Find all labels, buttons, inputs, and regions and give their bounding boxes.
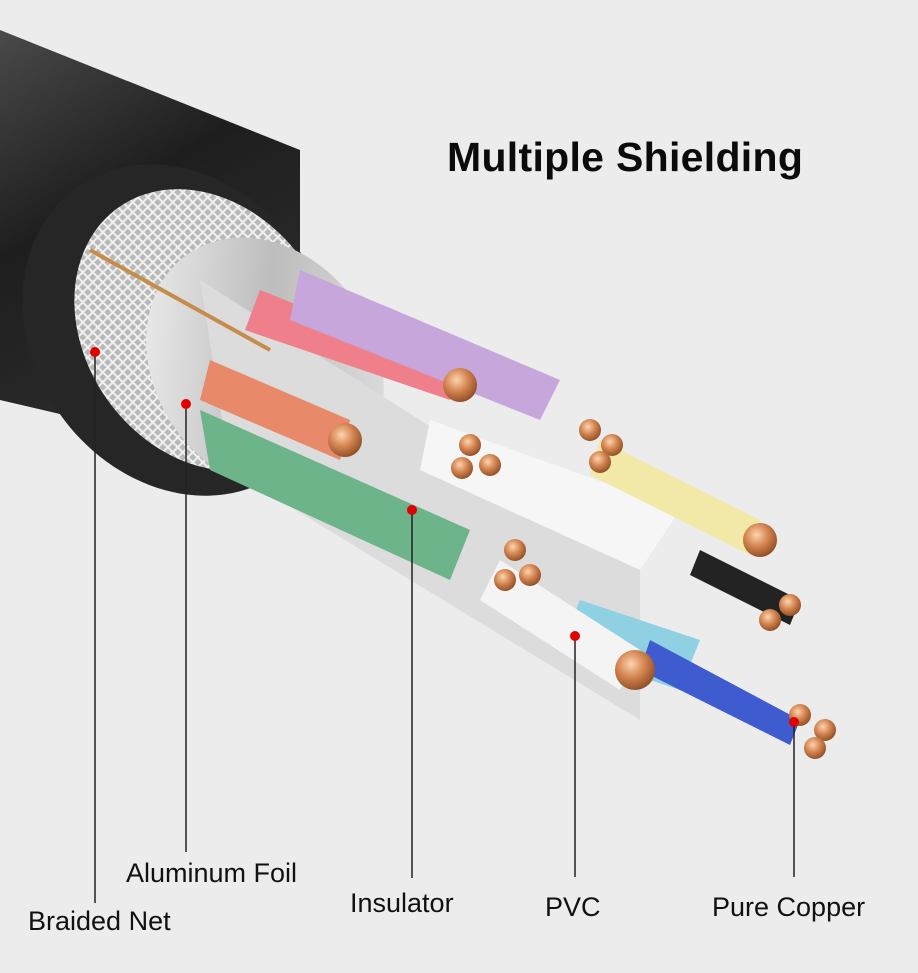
label-aluminum-foil: Aluminum Foil	[126, 858, 298, 888]
callout-leaders	[94, 352, 795, 903]
copper-end	[504, 539, 526, 561]
copper-end	[804, 737, 826, 759]
copper-end	[615, 650, 655, 690]
copper-end	[589, 451, 611, 473]
black-wire	[690, 550, 800, 625]
copper-end	[519, 564, 541, 586]
copper-end	[459, 434, 481, 456]
copper-end	[494, 569, 516, 591]
copper-end	[451, 457, 473, 479]
copper-end	[479, 454, 501, 476]
purple-shield-pair	[290, 270, 560, 420]
heading: Multiple Shielding	[447, 134, 804, 180]
gold-drain-wire	[89, 248, 271, 352]
blue-wire	[640, 640, 800, 745]
callout-markers	[90, 347, 799, 727]
copper-end	[779, 594, 801, 616]
copper-end	[814, 719, 836, 741]
label-insulator: Insulator	[350, 888, 454, 918]
green-shield-pair	[200, 410, 470, 580]
copper-end	[759, 609, 781, 631]
copper-end	[579, 419, 601, 441]
marker-pure-copper	[789, 717, 799, 727]
marker-insulator	[407, 505, 417, 515]
copper-end	[601, 434, 623, 456]
copper-end	[743, 523, 777, 557]
copper-end	[443, 368, 477, 402]
label-pvc: PVC	[545, 892, 601, 922]
label-braided-net: Braided Net	[28, 906, 171, 936]
orange-wire	[200, 360, 350, 460]
marker-aluminum-foil	[181, 399, 191, 409]
label-pure-copper: Pure Copper	[712, 892, 866, 922]
copper-end	[328, 423, 362, 457]
yellow-wire	[590, 440, 760, 555]
pvc-wire	[480, 560, 640, 690]
marker-braided-net	[90, 347, 100, 357]
marker-pvc	[570, 631, 580, 641]
